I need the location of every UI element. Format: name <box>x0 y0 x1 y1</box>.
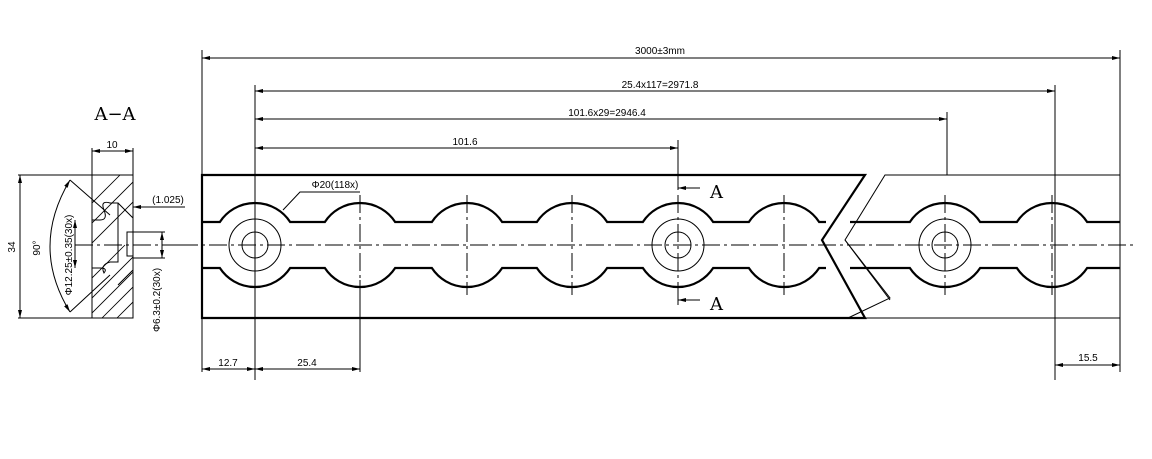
break-line <box>844 174 1121 319</box>
channel-top-edge <box>202 201 826 224</box>
dimensions: 3000±3mm 25.4x117=2971.8 101.6x29=2946.4… <box>201 46 1121 380</box>
section-view-a-a: A−A 10 34 90° Φ12.25±0.35(30x) Φ6.3±0.2(… <box>7 104 185 332</box>
slot-dim: Φ12.25±0.35(30x) <box>64 215 75 296</box>
offset-dim: (1.025) <box>152 195 184 206</box>
end-offset-dim: 15.5 <box>1078 353 1098 364</box>
rail-plan-view <box>180 173 1135 320</box>
hole-pitch-dim: 101.6 <box>452 137 477 148</box>
section-title: A−A <box>93 104 136 125</box>
start-offset-dim: 12.7 <box>218 358 238 369</box>
section-markers: A A <box>677 182 724 315</box>
channel-bottom-edge <box>202 266 826 289</box>
pitch-total-dim: 25.4x117=2971.8 <box>622 80 699 91</box>
section-hatching <box>92 175 133 318</box>
channel-bottom-edge <box>850 266 1120 289</box>
section-marker-top: A <box>709 182 724 203</box>
section-marker-bottom: A <box>709 294 724 315</box>
angle-dim: 90° <box>32 240 43 255</box>
hole-total-dim: 101.6x29=2946.4 <box>568 108 646 119</box>
hole-dim: Φ6.3±0.2(30x) <box>152 268 163 332</box>
channel-profile <box>202 195 1120 295</box>
channel-top-edge <box>850 201 1120 224</box>
section-width-dim: 10 <box>106 140 118 151</box>
section-height-dim: 34 <box>7 241 18 253</box>
overall-length-dim: 3000±3mm <box>635 46 685 57</box>
pitch-dim: 25.4 <box>297 358 317 369</box>
circle-label: Φ20(118x) <box>312 180 359 191</box>
